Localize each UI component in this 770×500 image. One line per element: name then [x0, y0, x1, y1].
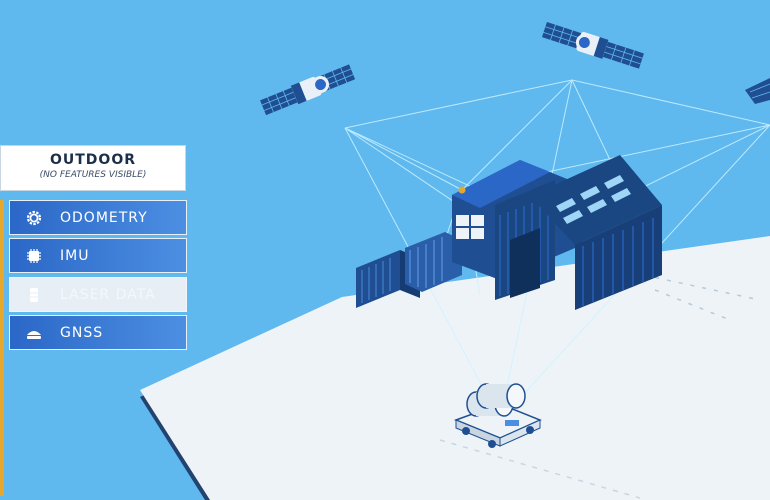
laser-icon — [24, 286, 44, 304]
sensor-label: LASER DATA — [60, 287, 156, 303]
satellite-icon — [745, 78, 770, 104]
environment-header: OUTDOOR (NO FEATURES VISIBLE) — [0, 145, 186, 191]
chip-icon — [24, 247, 44, 265]
sensor-item-laser-data[interactable]: LASER DATA — [9, 277, 187, 312]
satellite-icon — [260, 64, 356, 116]
sensor-label: GNSS — [60, 325, 104, 341]
environment-title: OUTDOOR — [49, 152, 137, 168]
sensor-label: IMU — [60, 248, 90, 264]
sensor-label: ODOMETRY — [60, 210, 148, 226]
shipping-containers — [356, 232, 462, 308]
warehouse-building — [452, 155, 662, 310]
sensor-item-imu[interactable]: IMU — [9, 238, 187, 273]
sensor-list: ODOMETRY IMU LASER DATA — [0, 200, 188, 496]
robot-vehicle — [453, 383, 542, 448]
ground-plane — [140, 236, 770, 500]
environment-subtitle: (NO FEATURES VISIBLE) — [39, 170, 147, 180]
sensor-item-gnss[interactable]: GNSS — [9, 315, 187, 350]
satellite-icon — [541, 21, 644, 69]
sensor-item-odometry[interactable]: ODOMETRY — [9, 200, 187, 235]
antenna-icon — [24, 324, 44, 342]
gear-icon — [24, 209, 44, 227]
